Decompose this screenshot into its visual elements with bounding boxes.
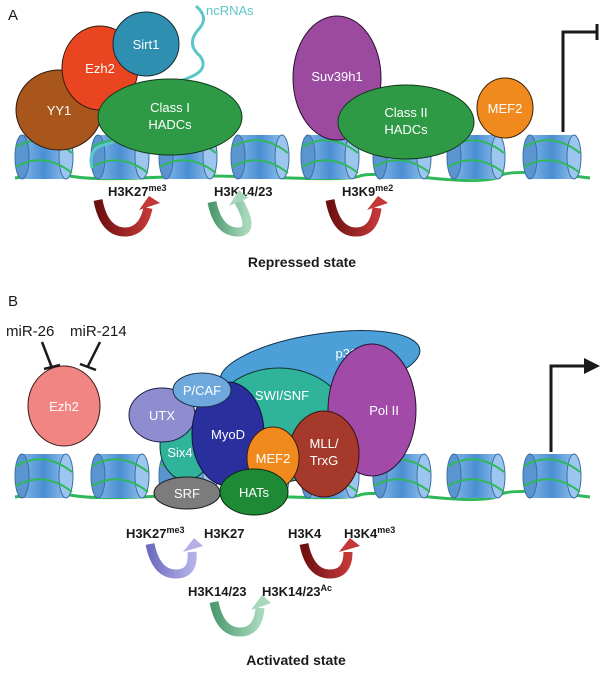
yy1-label: YY1: [47, 103, 72, 118]
mll-trxg-label-2: TrxG: [310, 453, 338, 468]
mir-214-label: miR-214: [70, 323, 127, 340]
mark-h3k27me3-b: H3K27me3: [126, 525, 184, 541]
transcription-repressed-symbol: [561, 24, 599, 132]
sirt1-protein: [112, 11, 180, 77]
activated-state-label: Activated state: [246, 652, 346, 668]
nucleosomes-a: [14, 134, 582, 180]
mef2-label-b: MEF2: [256, 451, 291, 466]
ncrna-label: ncRNAs: [206, 3, 254, 18]
arrow-h3k27-repress: [93, 196, 160, 237]
arrow-h3k27-activate: [145, 538, 203, 579]
transcription-arrowhead: [584, 358, 600, 374]
panel-b-label: B: [8, 293, 18, 310]
six4-label: Six4: [167, 445, 192, 460]
repressed-state-label: Repressed state: [248, 254, 356, 270]
class-ii-hdacs-label-1: Class II: [384, 105, 427, 120]
suv39h1-label: Suv39h1: [311, 69, 362, 84]
pcaf-label: P/CAF: [183, 383, 221, 398]
pcaf-protein: [172, 372, 232, 408]
mark-h3k4-b: H3K4: [288, 526, 322, 541]
ezh2-label-a: Ezh2: [85, 61, 115, 76]
pol-ii-label: Pol II: [369, 403, 399, 418]
mark-h3k9me2-a: H3K9me2: [342, 183, 393, 199]
arrow-h3k4-activate: [299, 538, 360, 579]
mir-26-label: miR-26: [6, 323, 54, 340]
mef2-label-a: MEF2: [488, 101, 523, 116]
transcription-active-arrow: [549, 364, 586, 452]
myod-label: MyoD: [211, 427, 245, 442]
ncrna-strand: [89, 4, 205, 169]
mark-h3k14-23ac-b: H3K14/23Ac: [262, 583, 332, 599]
class-ii-hdacs-label-2: HADCs: [384, 122, 428, 137]
ezh2-label-b: Ezh2: [49, 399, 79, 414]
swi-snf-label: SWI/SNF: [255, 388, 309, 403]
mark-h3k14-23-b: H3K14/23: [188, 584, 247, 599]
ezh2-protein-b: [27, 365, 101, 447]
arrow-h3k14-repress: [207, 190, 252, 237]
mark-h3k27-b: H3K27: [204, 526, 244, 541]
hats-label: HATs: [239, 485, 270, 500]
mef2-protein-a: [476, 77, 534, 139]
panel-a-label: A: [8, 7, 18, 24]
mark-h3k14-23-a: H3K14/23: [214, 184, 273, 199]
mir-26-inhibition: [40, 341, 61, 371]
mark-h3k4me3-b: H3K4me3: [344, 525, 395, 541]
mark-h3k27me3-a: H3K27me3: [108, 183, 166, 199]
arrow-h3k14-activate: [209, 595, 271, 637]
utx-label: UTX: [149, 408, 175, 423]
class-i-hdacs-protein: [97, 78, 243, 156]
srf-label: SRF: [174, 486, 200, 501]
sirt1-label: Sirt1: [133, 37, 160, 52]
class-ii-hdacs-protein: [337, 84, 475, 160]
hats-protein: [219, 468, 289, 516]
mir-214-inhibition: [79, 341, 102, 372]
arrow-h3k9-repress: [325, 196, 388, 237]
mll-trxg-label-1: MLL/: [310, 436, 339, 451]
class-i-hdacs-label-2: HADCs: [148, 117, 192, 132]
class-i-hdacs-label-1: Class I: [150, 100, 190, 115]
